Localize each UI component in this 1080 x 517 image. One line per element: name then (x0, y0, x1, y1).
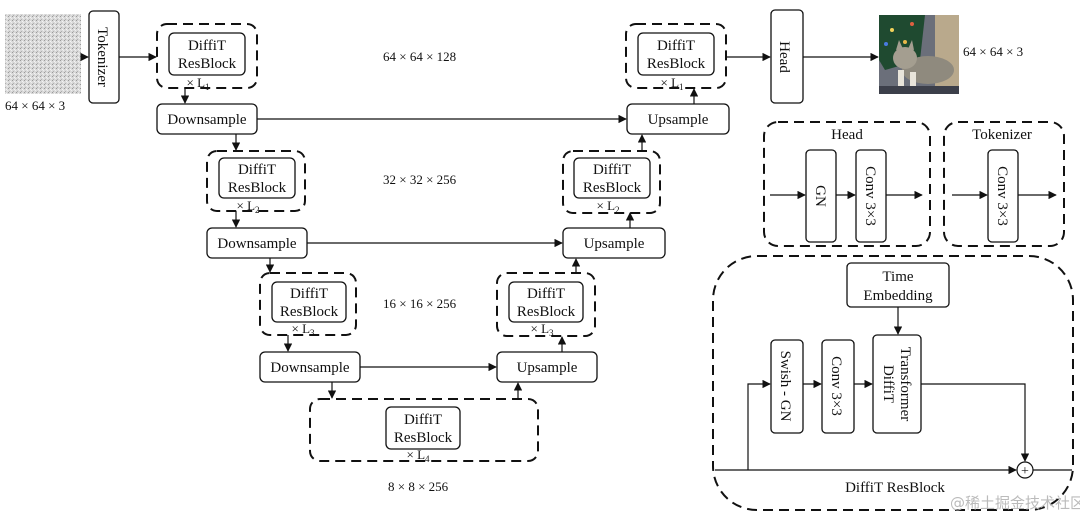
svg-text:DiffiT: DiffiT (527, 286, 565, 302)
svg-text:DiffiT: DiffiT (188, 38, 226, 54)
diffit-resblock-panel: Time Embedding Swish - GN Conv 3×3 Diffi… (712, 255, 1074, 511)
stage4-dim-label: 8 × 8 × 256 (388, 479, 449, 494)
svg-text:Time: Time (882, 269, 913, 285)
svg-text:ResBlock: ResBlock (647, 56, 706, 72)
svg-text:Downsample: Downsample (270, 360, 349, 376)
encoder-resblock-1: DiffiT ResBlock × L1 (156, 23, 258, 92)
plus-symbol: + (1021, 464, 1029, 479)
output-dim-label: 64 × 64 × 3 (963, 44, 1023, 59)
svg-text:Conv 3×3: Conv 3×3 (828, 356, 844, 416)
encoder-resblock-2: DiffiT ResBlock × L2 (206, 150, 306, 215)
svg-text:Head: Head (831, 127, 863, 143)
decoder-resblock-2: DiffiT ResBlock × L2 (562, 150, 661, 215)
downsample-3: Downsample (259, 351, 361, 383)
svg-text:Conv 3×3: Conv 3×3 (994, 166, 1010, 226)
tokenizer-block: Tokenizer (88, 10, 120, 104)
upsample-1: Upsample (626, 103, 730, 135)
svg-text:× L2: × L2 (596, 198, 619, 215)
svg-text:ResBlock: ResBlock (178, 56, 237, 72)
downsample-2: Downsample (206, 227, 308, 259)
svg-text:× L3: × L3 (530, 321, 554, 338)
svg-text:Upsample: Upsample (517, 360, 578, 376)
upsample-3: Upsample (496, 351, 598, 383)
svg-text:Upsample: Upsample (584, 236, 645, 252)
svg-text:Downsample: Downsample (217, 236, 296, 252)
svg-text:ResBlock: ResBlock (583, 180, 642, 196)
stage3-dim-label: 16 × 16 × 256 (383, 296, 457, 311)
svg-text:Head: Head (776, 41, 792, 73)
head-detail-panel: Head GN Conv 3×3 (763, 121, 931, 247)
head-block: Head (770, 9, 804, 104)
bottleneck-resblock: DiffiT ResBlock × L4 (309, 398, 539, 464)
diffit-resblock-title: DiffiT ResBlock (845, 480, 945, 496)
upsample-2: Upsample (562, 227, 666, 259)
output-image (879, 15, 959, 94)
svg-text:Tokenizer: Tokenizer (972, 127, 1032, 143)
svg-text:DiffiT: DiffiT (593, 162, 631, 178)
tokenizer-label: Tokenizer (94, 27, 110, 87)
svg-text:DiffiT: DiffiT (290, 286, 328, 302)
svg-text:DiffiT: DiffiT (880, 365, 896, 403)
downsample-1: Downsample (156, 103, 258, 135)
tokenizer-detail-panel: Tokenizer Conv 3×3 (943, 121, 1065, 247)
svg-text:Swish - GN: Swish - GN (777, 351, 793, 422)
encoder-resblock-3: DiffiT ResBlock × L3 (259, 272, 357, 338)
input-dim-label: 64 × 64 × 3 (5, 98, 65, 113)
svg-text:Transformer: Transformer (897, 347, 913, 421)
decoder-resblock-1: DiffiT ResBlock × L1 (625, 23, 727, 92)
svg-text:Downsample: Downsample (167, 112, 246, 128)
svg-text:DiffiT: DiffiT (404, 412, 442, 428)
input-noise-image (5, 14, 81, 94)
svg-text:Embedding: Embedding (863, 288, 933, 304)
svg-text:ResBlock: ResBlock (280, 304, 339, 320)
svg-text:ResBlock: ResBlock (394, 430, 453, 446)
svg-text:ResBlock: ResBlock (228, 180, 287, 196)
svg-text:× L1: × L1 (660, 75, 683, 92)
svg-text:× L2: × L2 (236, 198, 259, 215)
stage1-dim-label: 64 × 64 × 128 (383, 49, 456, 64)
svg-text:ResBlock: ResBlock (517, 304, 576, 320)
svg-text:× L3: × L3 (291, 321, 315, 338)
svg-text:DiffiT: DiffiT (657, 38, 695, 54)
svg-text:× L1: × L1 (186, 75, 209, 92)
decoder-resblock-3: DiffiT ResBlock × L3 (496, 272, 596, 338)
stage2-dim-label: 32 × 32 × 256 (383, 172, 457, 187)
watermark: @稀土掘金技术社区 (950, 494, 1080, 512)
svg-text:× L4: × L4 (406, 447, 430, 464)
svg-text:Conv 3×3: Conv 3×3 (862, 166, 878, 226)
svg-text:GN: GN (812, 185, 828, 207)
svg-text:Upsample: Upsample (648, 112, 709, 128)
svg-text:DiffiT: DiffiT (238, 162, 276, 178)
